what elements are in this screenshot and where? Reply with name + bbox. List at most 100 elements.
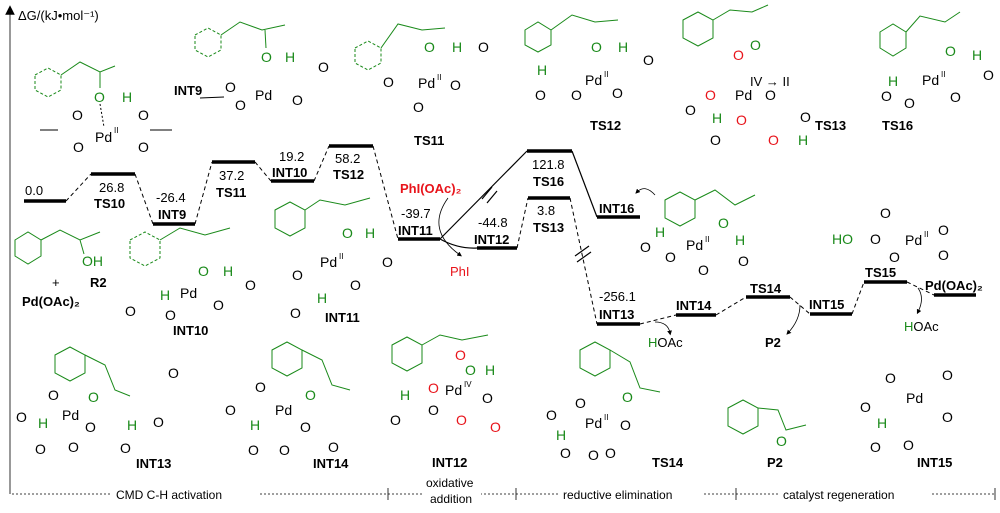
svg-text:O: O <box>72 107 83 123</box>
svg-text:H: H <box>452 39 462 55</box>
svg-text:O: O <box>305 387 316 403</box>
energy-TS11: 37.2 <box>219 168 244 183</box>
struct-label-TS11: TS11 <box>414 133 444 148</box>
svg-text:O: O <box>35 441 46 457</box>
svg-text:O: O <box>588 447 599 463</box>
label-INT16: INT16 <box>599 201 634 216</box>
energy-INT10: 19.2 <box>279 149 304 164</box>
struct-label-INT10: INT10 <box>173 323 208 338</box>
svg-text:H: H <box>365 225 375 241</box>
svg-text:O: O <box>138 107 149 123</box>
struct-label-TS16: TS16 <box>882 118 913 133</box>
svg-text:H: H <box>285 49 295 65</box>
energy-start: 0.0 <box>25 183 43 198</box>
svg-text:H: H <box>888 73 898 89</box>
label-TS14: TS14 <box>750 281 782 296</box>
svg-text:O: O <box>213 297 224 313</box>
svg-text:O: O <box>718 215 729 231</box>
svg-text:II: II <box>705 235 709 244</box>
svg-text:O: O <box>535 87 546 103</box>
svg-text:H: H <box>712 110 722 126</box>
svg-text:OH: OH <box>82 253 103 269</box>
svg-text:O: O <box>465 362 476 378</box>
svg-text:O: O <box>300 419 311 435</box>
energy-levels <box>24 144 976 326</box>
svg-text:O: O <box>612 85 623 101</box>
svg-text:H: H <box>160 287 170 303</box>
svg-text:O: O <box>383 74 394 90</box>
svg-text:O: O <box>450 77 461 93</box>
phase-addition: addition <box>430 492 472 506</box>
label-TS15: TS15 <box>865 265 896 280</box>
svg-text:O: O <box>705 87 716 103</box>
svg-text:II: II <box>941 70 945 79</box>
energy-INT9: -26.4 <box>156 190 186 205</box>
svg-text:O: O <box>328 439 339 455</box>
svg-text:H: H <box>972 47 982 63</box>
svg-text:O: O <box>870 439 881 455</box>
svg-text:O: O <box>428 380 439 396</box>
svg-text:O: O <box>16 409 27 425</box>
svg-text:H: H <box>38 415 48 431</box>
p2-arrow <box>786 304 801 335</box>
svg-text:O: O <box>889 249 900 265</box>
svg-text:O: O <box>225 79 236 95</box>
svg-text:Pd: Pd <box>180 285 197 301</box>
svg-text:O: O <box>881 88 892 104</box>
structure-P2: O P2 <box>727 399 807 470</box>
label-TS11: TS11 <box>216 185 246 200</box>
phase-cmd: CMD C-H activation <box>116 488 222 502</box>
svg-text:O: O <box>68 439 79 455</box>
svg-text:O: O <box>880 205 891 221</box>
svg-text:II: II <box>339 252 343 261</box>
svg-text:O: O <box>94 89 105 105</box>
svg-text:O: O <box>698 262 709 278</box>
solid-connectors <box>439 150 598 263</box>
svg-text:II: II <box>604 70 608 79</box>
svg-text:O: O <box>153 414 164 430</box>
label-INT9: INT9 <box>158 207 186 222</box>
svg-text:H: H <box>556 427 566 443</box>
label-TS12: TS12 <box>333 167 364 182</box>
struct-label-TS13: TS13 <box>815 118 846 133</box>
hoac-arrow-2 <box>916 287 922 315</box>
svg-text:O: O <box>482 390 493 406</box>
connectors <box>65 145 935 325</box>
svg-text:Pd: Pd <box>445 382 462 398</box>
svg-text:O: O <box>938 222 949 238</box>
svg-text:Pd: Pd <box>320 254 337 270</box>
svg-text:O: O <box>225 402 236 418</box>
label-PdOAc2-end: Pd(OAc)₂ <box>925 278 983 293</box>
svg-text:O: O <box>938 247 949 263</box>
svg-text:Pd: Pd <box>275 402 292 418</box>
svg-text:O: O <box>235 97 246 113</box>
svg-text:O: O <box>292 267 303 283</box>
struct-label-INT15: INT15 <box>917 455 952 470</box>
svg-text:O: O <box>942 367 953 383</box>
svg-text:O: O <box>88 389 99 405</box>
svg-text:Pd: Pd <box>585 72 602 88</box>
svg-text:II: II <box>437 73 441 82</box>
svg-text:H: H <box>618 39 628 55</box>
svg-text:Pd: Pd <box>585 415 602 431</box>
svg-text:O: O <box>776 433 787 449</box>
iv-to-ii: IV → II <box>750 74 790 89</box>
structure-INT10: O H H Pd OO OO INT10 <box>125 227 256 338</box>
svg-text:O: O <box>904 95 915 111</box>
svg-text:O: O <box>738 253 749 269</box>
hoac-2: HOAc <box>904 319 939 334</box>
svg-text:O: O <box>620 417 631 433</box>
svg-text:O: O <box>622 389 633 405</box>
svg-text:H: H <box>127 417 137 433</box>
svg-text:H: H <box>798 132 808 148</box>
svg-text:O: O <box>885 370 896 386</box>
label-TS16: TS16 <box>533 174 564 189</box>
svg-text:Pd: Pd <box>906 390 923 406</box>
svg-text:II: II <box>924 230 928 239</box>
plus-sign: + <box>52 275 60 290</box>
energy-INT13: -256.1 <box>599 289 636 304</box>
